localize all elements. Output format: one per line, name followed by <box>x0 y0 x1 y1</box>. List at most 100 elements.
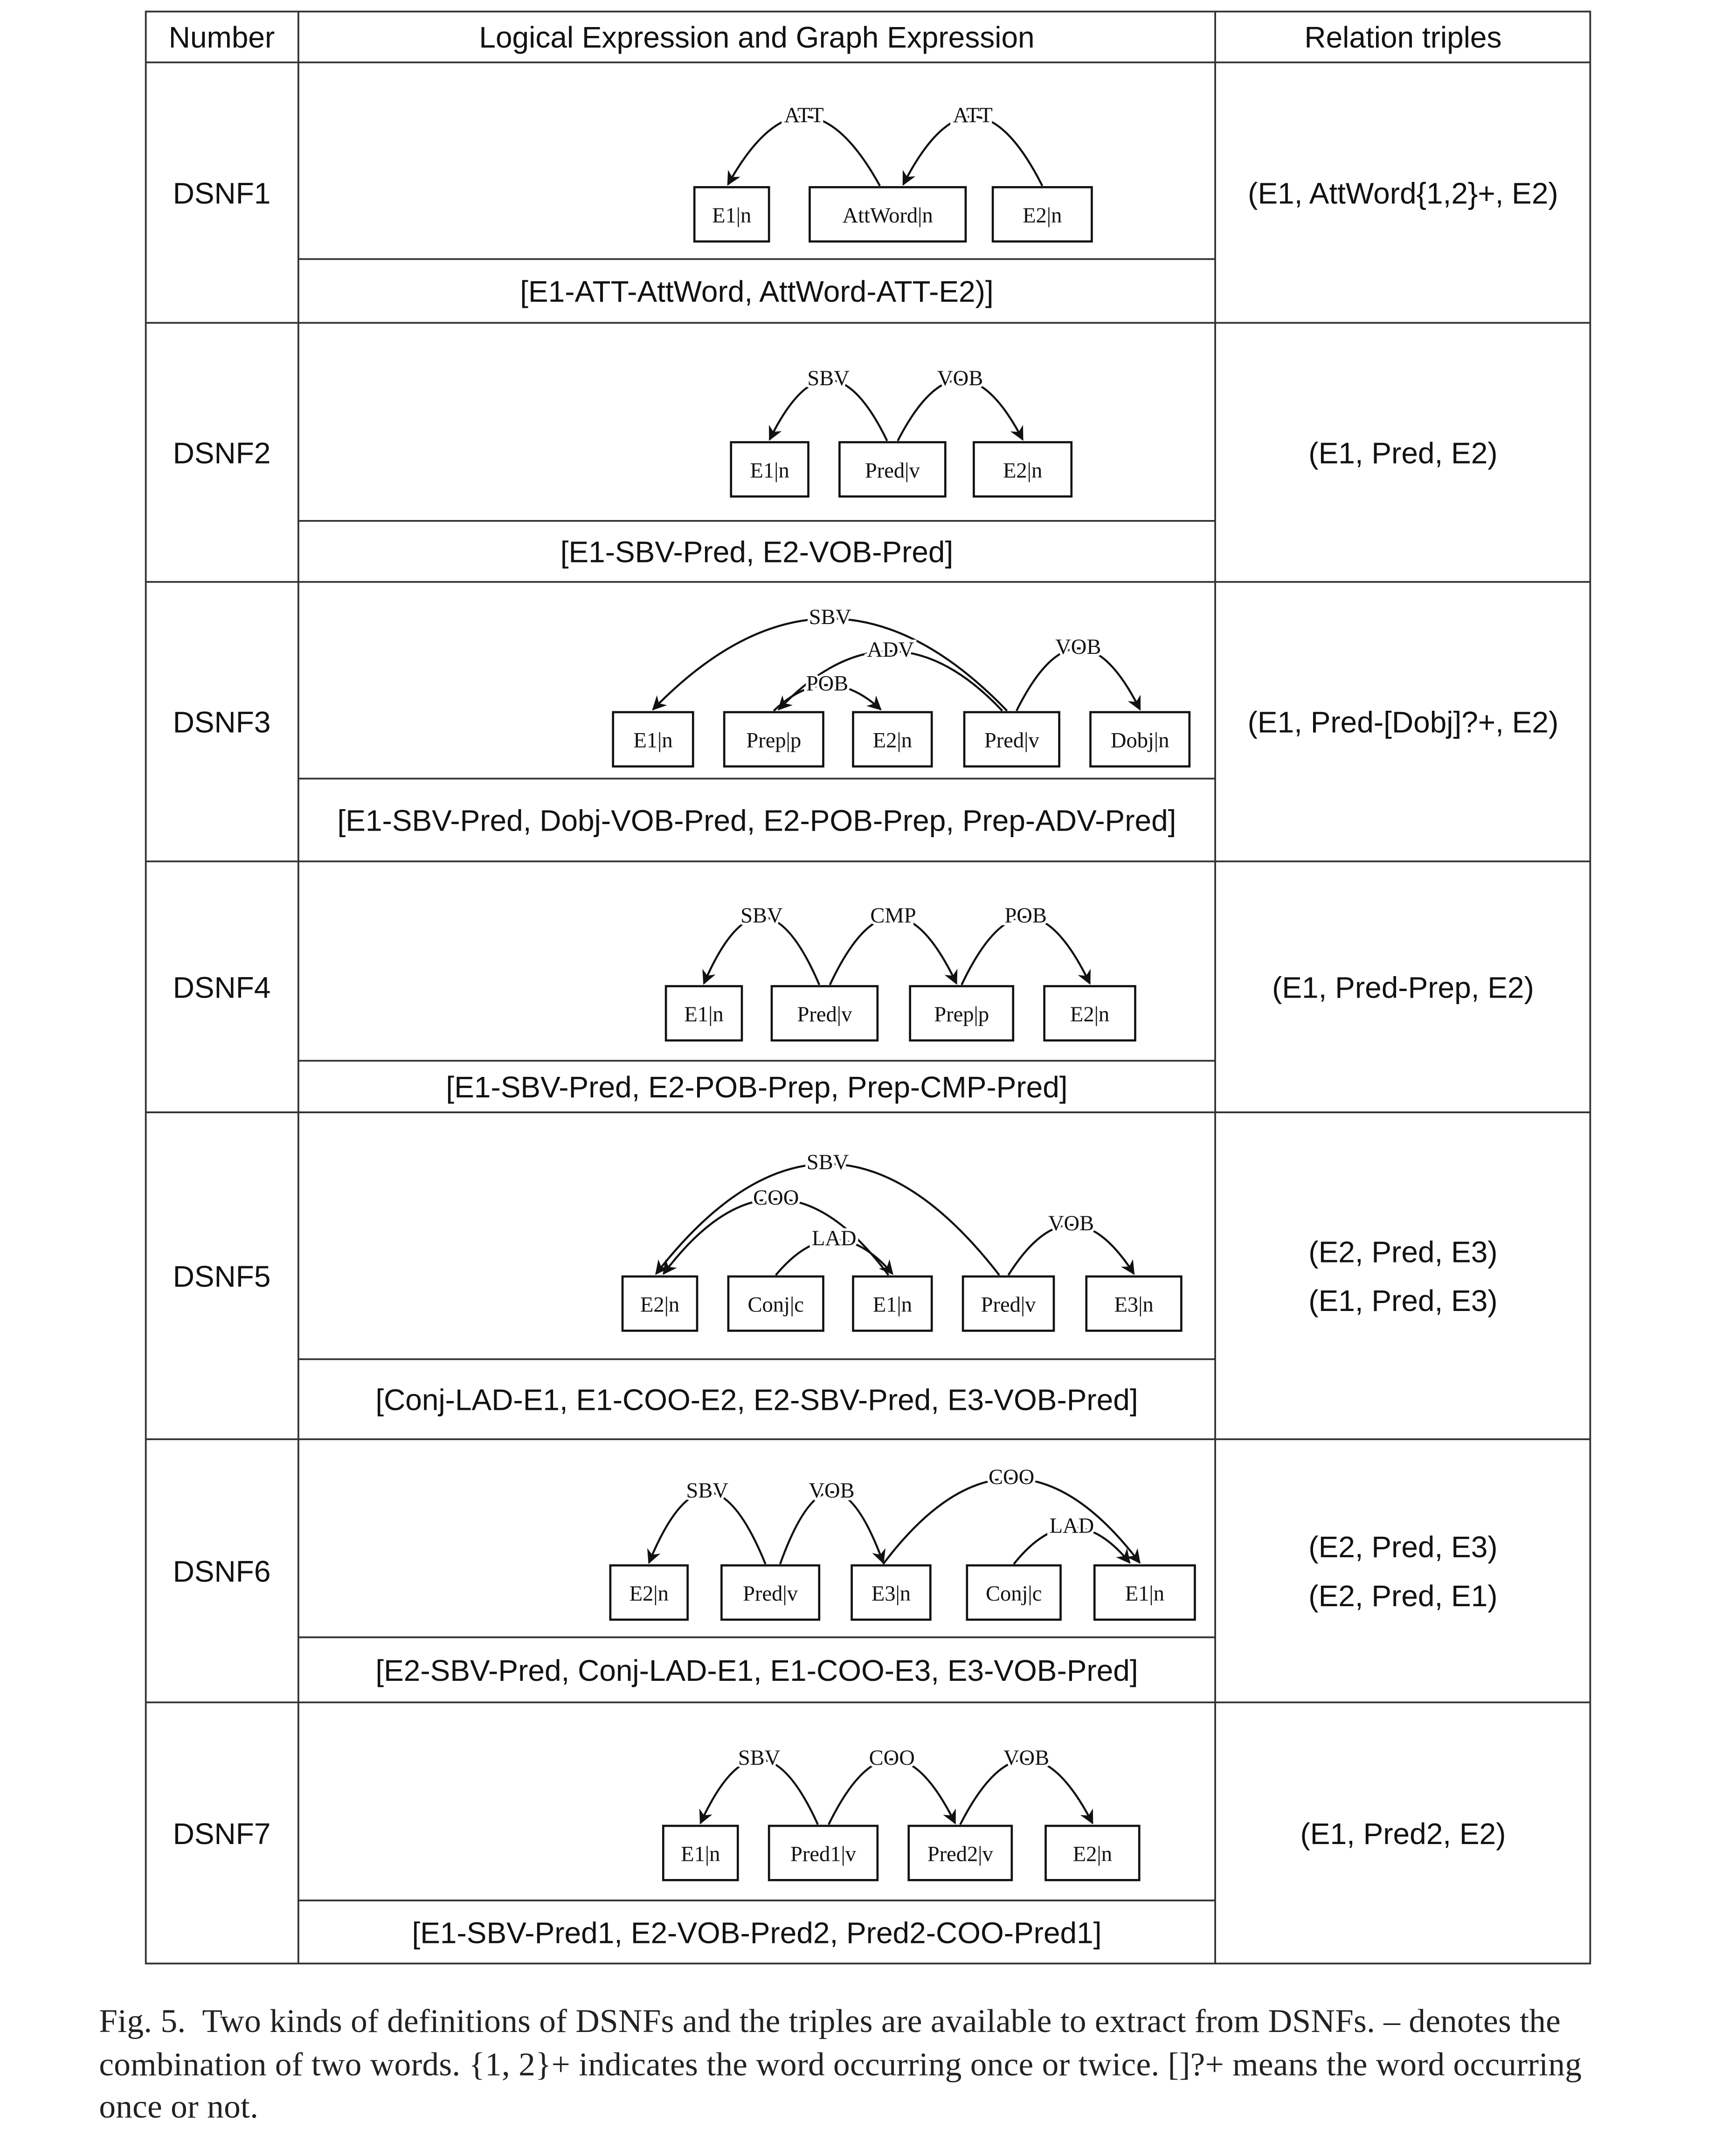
graph-node-box <box>1044 1824 1141 1881</box>
table-row: DSNF1(E1, AttWord{1,2}+, E2)[E1-ATT-AttW… <box>173 101 1558 308</box>
graph-node-box <box>770 985 879 1042</box>
graph-node-label: E1|n <box>1125 1582 1164 1606</box>
row-number: DSNF5 <box>173 1260 271 1293</box>
graph-node-label: E2|n <box>1023 204 1062 228</box>
dependency-label: LAD <box>1050 1514 1094 1538</box>
logical-expression: [E2-SBV-Pred, Conj-LAD-E1, E1-COO-E3, E3… <box>375 1654 1138 1687</box>
graph-node-label: E2|n <box>629 1582 669 1606</box>
graph-node-box <box>664 985 743 1042</box>
dependency-label: VOB <box>937 367 983 390</box>
dependency-arc <box>902 115 1044 187</box>
graph-node-box <box>1043 985 1136 1042</box>
dependency-arc <box>829 916 958 985</box>
dependency-arc <box>1007 1224 1135 1276</box>
graph-node-label: Conj|c <box>748 1293 804 1317</box>
graph-node-label: E3|n <box>1114 1293 1153 1317</box>
dependency-label: SBV <box>738 1746 781 1770</box>
dependency-arc <box>768 379 888 442</box>
graph-node-label: E1|n <box>750 459 789 483</box>
relation-triple: (E1, Pred-Prep, E2) <box>1272 971 1534 1004</box>
dependency-label: VOB <box>1055 635 1101 659</box>
graph-node-label: E2|n <box>873 729 912 753</box>
table-row: DSNF6(E2, Pred, E3)(E2, Pred, E1)[E2-SBV… <box>173 1463 1498 1687</box>
dependency-label: SBV <box>807 1151 849 1174</box>
graph-node-label: Pred2|v <box>927 1843 994 1866</box>
header-number: Number <box>169 21 275 54</box>
graph-node-box <box>730 441 809 498</box>
graph-node-label: Prep|p <box>934 1003 989 1026</box>
graph-node-label: E1|n <box>873 1293 912 1317</box>
dependency-arc <box>779 1491 886 1565</box>
dependency-arc <box>1013 1526 1131 1565</box>
dependency-arc <box>727 115 881 187</box>
graph-node-label: AttWord|n <box>843 204 933 228</box>
relation-triple: (E1, Pred-[Dobj]?+, E2) <box>1248 706 1559 739</box>
graph-node-box <box>621 1275 699 1332</box>
relation-triple: (E1, AttWord{1,2}+, E2) <box>1248 176 1558 210</box>
graph-node-label: E2|n <box>1003 459 1042 483</box>
relation-triple: (E1, Pred, E3) <box>1308 1284 1497 1318</box>
graph-node-box <box>662 1824 739 1881</box>
dependency-label: VOB <box>809 1479 854 1503</box>
header-triples: Relation triples <box>1304 21 1501 54</box>
dependency-arc <box>897 379 1024 442</box>
caption-text: Two kinds of definitions of DSNFs and th… <box>99 2004 1582 2126</box>
graph-node-label: Dobj|n <box>1111 729 1169 753</box>
dependency-arc <box>777 650 1003 712</box>
relation-triple: (E1, Pred2, E2) <box>1300 1817 1506 1851</box>
graph-node-box <box>720 1564 821 1621</box>
dependency-label: CMP <box>870 904 916 928</box>
graph-node-box <box>838 441 947 498</box>
graph-node-box <box>907 1824 1013 1881</box>
graph-node-label: E1|n <box>633 729 672 753</box>
table-row: DSNF7(E1, Pred2, E2)[E1-SBV-Pred1, E2-VO… <box>173 1743 1506 1949</box>
dependency-label: VOB <box>1003 1746 1049 1770</box>
dependency-arc <box>828 1758 956 1825</box>
dependency-graph: E1|n AttWord|n E2|n ATT ATT <box>693 101 1093 243</box>
dependency-arc <box>699 1758 819 1825</box>
table-row: DSNF2(E1, Pred, E2)[E1-SBV-Pred, E2-VOB-… <box>173 364 1498 569</box>
dependency-arc <box>702 916 821 985</box>
graph-node-box <box>768 1824 879 1881</box>
graph-node-box <box>852 711 933 768</box>
graph-node-label: E1|n <box>684 1003 723 1026</box>
dependency-label: ATT <box>953 104 993 127</box>
figure-caption: Fig. 5. Two kinds of definitions of DSNF… <box>99 2001 1652 2129</box>
relation-triple: (E2, Pred, E3) <box>1308 1530 1497 1564</box>
graph-node-label: E2|n <box>1070 1003 1109 1026</box>
logical-expression: [E1-SBV-Pred, E2-VOB-Pred] <box>560 535 954 569</box>
logical-expression: [Conj-LAD-E1, E1-COO-E2, E2-SBV-Pred, E3… <box>375 1383 1138 1416</box>
table-grid <box>145 10 1591 1965</box>
dependency-label: ATT <box>784 104 823 127</box>
dependency-arc <box>663 1198 890 1276</box>
graph-node-box <box>1089 711 1191 768</box>
graph-node-box <box>1085 1275 1183 1332</box>
dependency-arc <box>959 1758 1093 1825</box>
graph-node-label: Pred|v <box>984 729 1040 753</box>
row-number: DSNF1 <box>173 176 271 210</box>
graph-node-label: Pred1|v <box>790 1843 857 1866</box>
table-border <box>145 10 1591 1965</box>
graph-node-box <box>609 1564 689 1621</box>
dependency-arc <box>773 684 882 712</box>
graph-node-box <box>809 186 967 243</box>
table-row: DSNF5(E2, Pred, E3)(E1, Pred, E3)[Conj-L… <box>173 1148 1498 1416</box>
dependency-label: LAD <box>812 1227 857 1250</box>
dependency-arc <box>647 1491 767 1565</box>
graph-node-box <box>852 1275 933 1332</box>
dependency-label: SBV <box>686 1479 728 1503</box>
dependency-arc <box>882 1477 1141 1565</box>
graph-node-box <box>963 711 1060 768</box>
row-number: DSNF3 <box>173 706 271 739</box>
dependency-label: SBV <box>740 904 783 928</box>
dependency-label: VOB <box>1048 1212 1094 1235</box>
graph-node-label: Conj|c <box>986 1582 1042 1606</box>
table-row: DSNF4(E1, Pred-Prep, E2)[E1-SBV-Pred, E2… <box>173 901 1534 1104</box>
graph-node-label: E1|n <box>712 204 751 228</box>
